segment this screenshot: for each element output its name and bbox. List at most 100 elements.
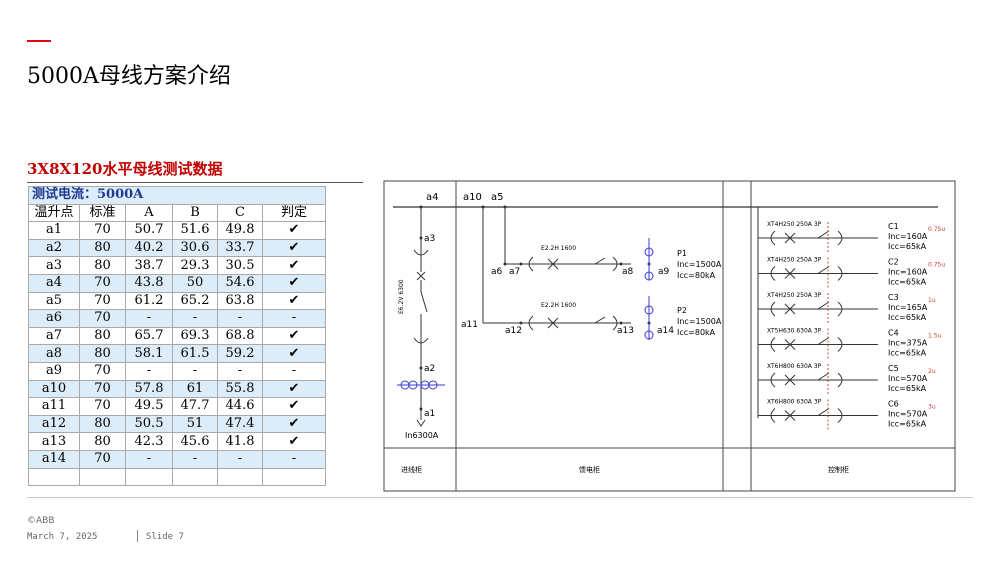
table-cell: 54.6 [217,273,263,293]
footer-logo: ©ABB [27,516,55,526]
outgoing-breaker-icon [784,374,796,386]
accent-line [27,40,51,42]
table-cell: a1 [28,221,80,240]
table-cell: 65.7 [125,326,173,346]
table-cell [262,467,326,487]
table-cell: - [172,361,218,381]
table-cell: 70 [79,449,126,469]
outgoing-icc: Icc=65kA [888,242,927,251]
table-cell: 80 [79,238,126,258]
outgoing-breaker-icon [784,410,796,421]
table-cell: ✔ [262,221,326,240]
outgoing-plug-icon [837,301,843,317]
table-cell: a13 [28,432,80,451]
outgoing-plug-icon [837,230,843,246]
table-cell: 59.2 [217,344,263,363]
table-current-row: 测试电流：5000A [28,186,326,205]
outgoing-inc: Inc=160A [888,268,928,277]
outgoing-switch-icon [817,266,830,274]
footer-divider [27,497,973,498]
p1-inc: Inc=1500A [677,260,722,269]
table-cell: 65.2 [172,291,218,311]
outgoing-units: 0.75u [928,262,945,269]
outgoing-breaker-label: XT4H250 250A 3P [767,292,822,299]
table-cell: 70 [79,221,126,240]
table-cell: 70 [79,291,126,311]
table-cell: ✔ [262,432,326,451]
outgoing-plug-icon [837,408,843,423]
table-cell: ✔ [262,291,326,311]
table-cell: 80 [79,432,126,451]
point-label-a2: a2 [424,364,435,374]
table-cell: a5 [28,291,80,311]
table-cell: ✔ [262,397,326,416]
table-cell: ✔ [262,238,326,258]
table-cell: 30.5 [217,256,263,275]
table-cell: ✔ [262,414,326,434]
table-cell: 70 [79,397,126,416]
outgoing-breaker-icon [784,232,796,244]
table-cell [125,467,173,487]
section-label-feeder: 馈电柜 [579,465,600,474]
table-cell: 58.1 [125,344,173,363]
incoming-circuit: a3 E6.2V 6300 a2 a1 In6300A [397,205,445,440]
table-cell [172,467,218,487]
table-cell: a12 [28,414,80,434]
outgoing-breaker-icon [784,339,796,350]
section-label-incoming: 进线柜 [401,465,422,474]
outgoing-name: C5 [888,364,899,373]
table-cell: 44.6 [217,397,263,416]
incoming-breaker-rating: E6.2V 6300 [398,279,405,314]
p2-inc: Inc=1500A [677,317,722,326]
table-cell: a4 [28,273,80,293]
test-current-label: 测试电流：5000A [28,186,326,205]
table-cell: a2 [28,238,80,258]
table-cell: - [217,449,263,469]
table-cell: 70 [79,309,126,328]
table-cell: 80 [79,344,126,363]
p2-current-transformer-icon [644,296,654,340]
table-cell: 70 [79,361,126,381]
p2-breaker-label: E2.2H 1600 [541,302,576,309]
table-cell: 49.5 [125,397,173,416]
outgoing-plug-icon [770,230,776,246]
table-cell: - [262,449,326,469]
table-cell: ✔ [262,379,326,399]
point-label-a5: a5 [491,192,504,203]
header-point: 温升点 [28,203,80,223]
outgoing-name: C1 [888,222,899,231]
table-cell: 41.8 [217,432,263,451]
table-empty-row [28,467,326,487]
table-cell: a11 [28,397,80,416]
header-standard: 标准 [79,203,126,223]
point-label-a12: a12 [505,326,522,336]
outgoing-icc: Icc=65kA [888,313,927,322]
outgoing-units: 2u [928,368,936,375]
table-cell: 61.5 [172,344,218,363]
outgoing-name: C3 [888,293,899,302]
section-label-control: 控制柜 [828,465,849,474]
table-cell: - [125,449,173,469]
p1-icc: Icc=80kA [677,271,716,280]
outgoing-switch-icon [817,408,830,416]
outgoing-breaker-icon [784,303,796,315]
footer-date: March 7, 2025 [27,532,98,542]
table-cell [79,467,126,487]
outgoing-breaker-icon [784,268,796,279]
point-label-a10: a10 [463,192,482,203]
table-cell [28,467,80,487]
table-header-row: 温升点 标准 A B C 判定 [28,203,326,223]
table-cell: - [125,309,173,328]
outgoing-inc: Inc=375A [888,339,928,348]
table-cell: a3 [28,256,80,275]
p2-name: P2 [677,306,687,315]
